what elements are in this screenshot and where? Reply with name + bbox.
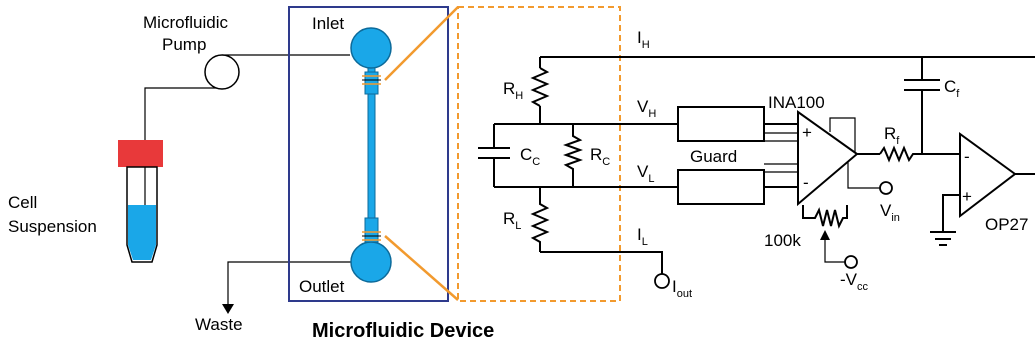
cc-label: CC (520, 145, 540, 168)
op27-plus-sign: + (962, 187, 972, 206)
waste-label: Waste (195, 315, 243, 334)
rc-label: RC (590, 145, 610, 168)
inlet-electrode-block (364, 71, 379, 95)
cell-label-1: Cell (8, 193, 37, 212)
vcc-label: -Vcc (840, 270, 869, 293)
zoom-box (457, 6, 621, 302)
tube-cap (118, 140, 163, 167)
cell-label-2: Suspension (8, 217, 97, 236)
cell-tube (118, 140, 163, 263)
outlet-reservoir (350, 241, 392, 283)
ina-plus-sign: + (802, 123, 812, 142)
pump-wheel (204, 54, 240, 90)
cf-label: Cf (944, 77, 960, 100)
pot-label: 100k (764, 231, 801, 250)
iout-terminal (654, 273, 670, 289)
op27-label: OP27 (985, 215, 1028, 234)
ih-label: IH (637, 28, 650, 51)
circuit-wires (478, 56, 1035, 274)
rf-label: Rf (884, 124, 900, 147)
device-title: Microfluidic Device (312, 320, 494, 342)
vl-label: VL (637, 162, 654, 185)
rl-label: RL (503, 209, 521, 232)
vcc-terminal (844, 255, 858, 269)
tubing (144, 54, 360, 305)
il-label: IL (637, 225, 648, 248)
zoom-line-bottom (384, 235, 459, 301)
waste-arrow (222, 304, 234, 314)
inlet-label: Inlet (312, 14, 344, 33)
vh-label: VH (637, 97, 656, 120)
ina100-amplifier (797, 110, 859, 207)
pump-label-2: Pump (162, 35, 206, 54)
outlet-label: Outlet (299, 277, 345, 296)
tube-fluid (128, 205, 156, 260)
outlet-electrode-block (364, 217, 379, 243)
rh-label: RH (503, 79, 523, 102)
zoom-line-top (384, 6, 459, 81)
vin-label: Vin (880, 201, 900, 224)
vin-terminal (879, 181, 893, 195)
pot-wiper-arrow (820, 230, 830, 240)
ina-minus-sign: - (803, 173, 809, 192)
ina100-label: INA100 (768, 93, 825, 112)
microchannel (350, 27, 392, 283)
op27-amplifier (959, 132, 1017, 219)
device-frame (288, 6, 449, 302)
iout-label: Iout (672, 277, 692, 300)
pump-label-1: Microfluidic (143, 13, 229, 32)
inlet-reservoir (350, 27, 392, 69)
op27-minus-sign: - (964, 147, 970, 166)
guard-label: Guard (690, 147, 737, 166)
